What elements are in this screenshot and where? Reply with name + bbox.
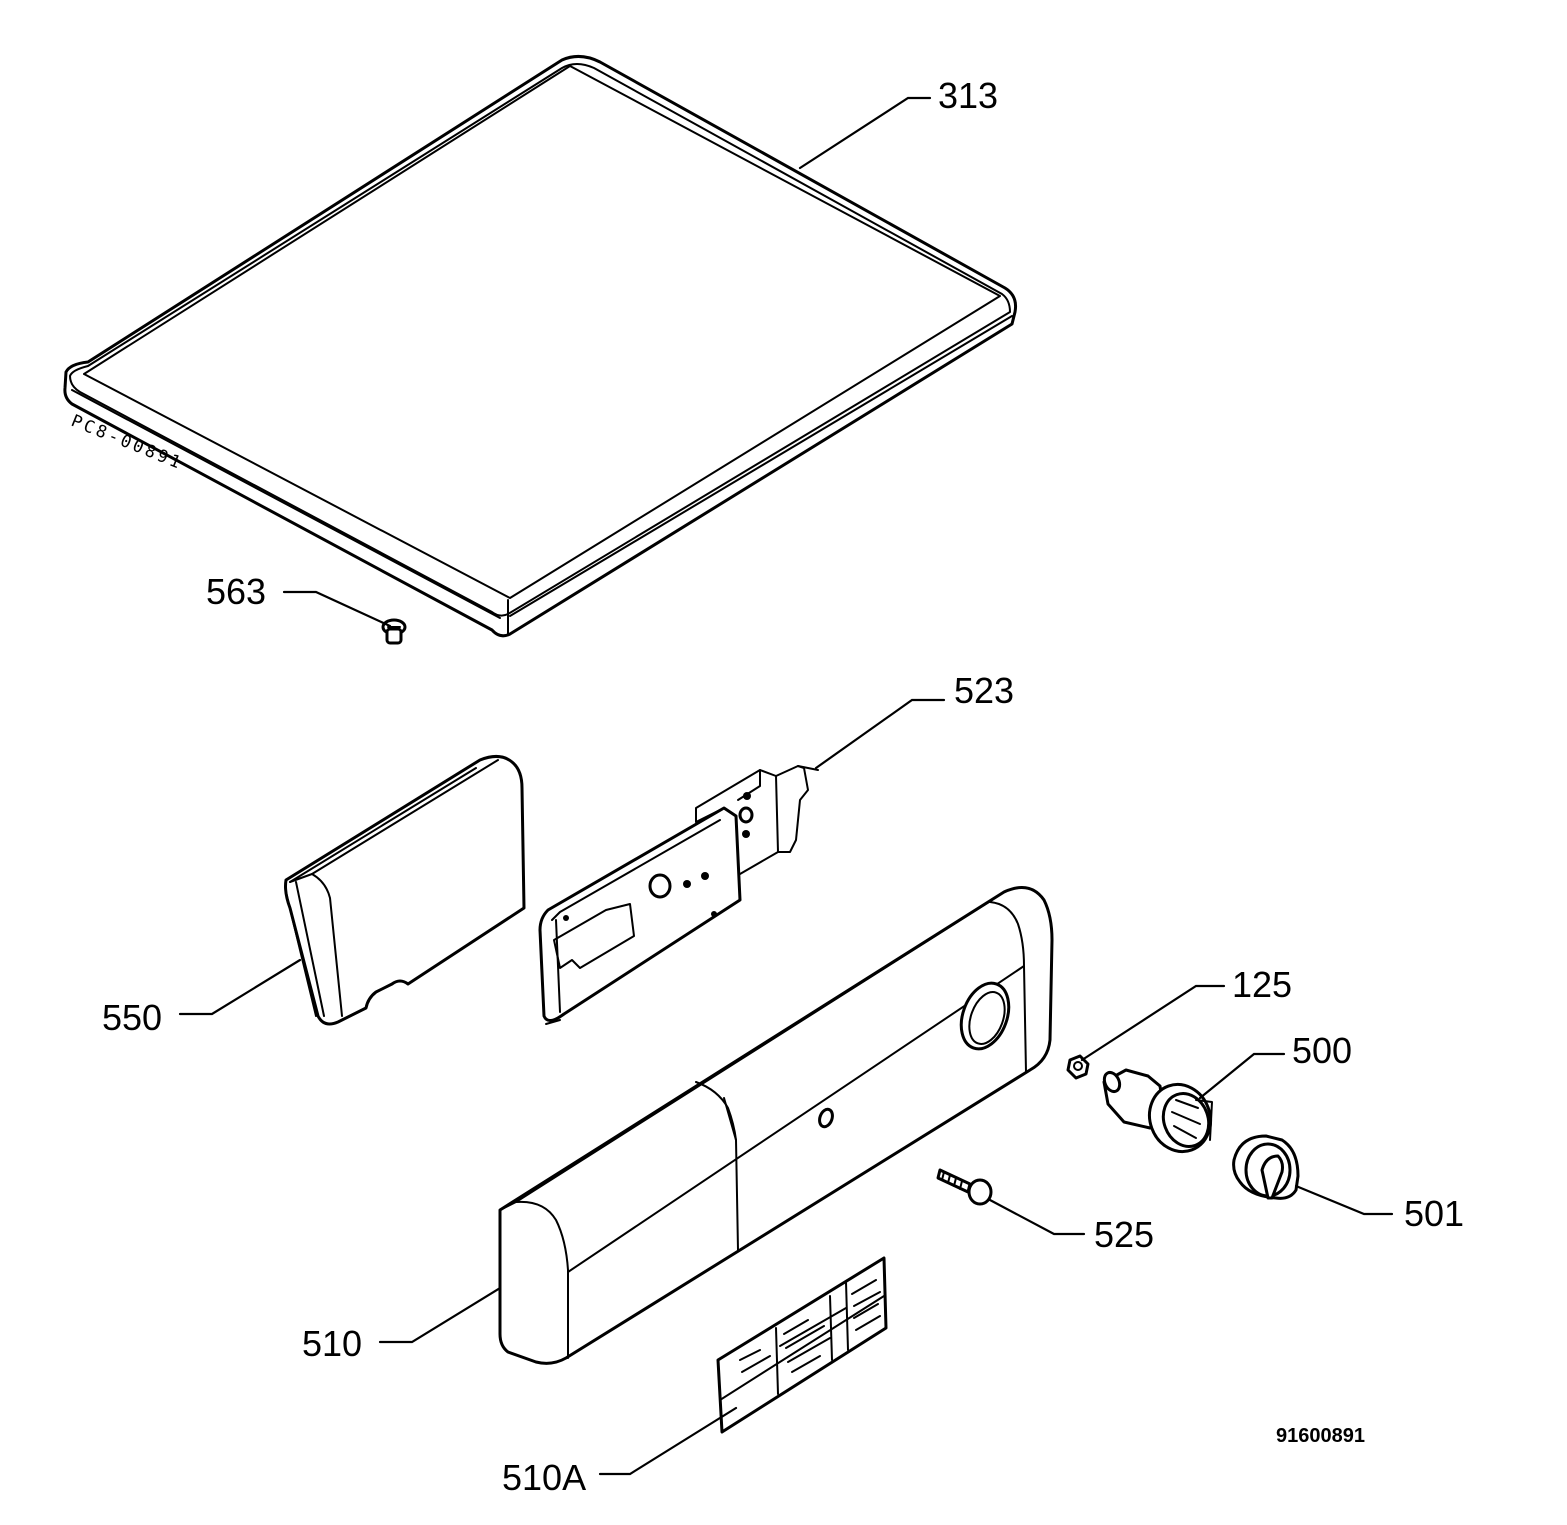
leader-563	[282, 590, 392, 628]
leader-501	[1294, 1184, 1394, 1216]
label-510a: 510A	[502, 1457, 586, 1498]
label-313: 313	[938, 75, 998, 116]
pin-525	[936, 1168, 993, 1206]
label-563: 563	[206, 571, 266, 612]
leader-lines	[178, 96, 1394, 1476]
leader-125	[1080, 984, 1226, 1062]
leader-510	[378, 1286, 502, 1344]
label-510: 510	[302, 1323, 362, 1364]
leader-523	[814, 698, 946, 770]
label-550: 550	[102, 997, 162, 1038]
leader-550	[178, 958, 302, 1016]
leader-313	[798, 96, 932, 170]
knob-501	[1232, 1134, 1300, 1200]
label-523: 523	[954, 670, 1014, 711]
screw-563	[381, 618, 407, 645]
switch-500	[1102, 1068, 1213, 1154]
label-501: 501	[1404, 1193, 1464, 1234]
part-labels: 313 563 523 550 125 500 501 525 510 510A…	[102, 75, 1464, 1498]
leader-525	[988, 1198, 1086, 1236]
leader-500	[1198, 1052, 1286, 1100]
drawing-number: 91600891	[1276, 1425, 1365, 1447]
bracket-523	[538, 765, 819, 1025]
label-plate-510a	[716, 1256, 888, 1434]
label-500: 500	[1292, 1030, 1352, 1071]
label-125: 125	[1232, 964, 1292, 1005]
nut-125	[1066, 1054, 1090, 1080]
drawer-550	[284, 755, 526, 1026]
leader-510a	[598, 1406, 738, 1476]
label-525: 525	[1094, 1214, 1154, 1255]
top-cover-313: PC8-00891	[63, 55, 1017, 638]
control-panel-510	[498, 886, 1054, 1365]
